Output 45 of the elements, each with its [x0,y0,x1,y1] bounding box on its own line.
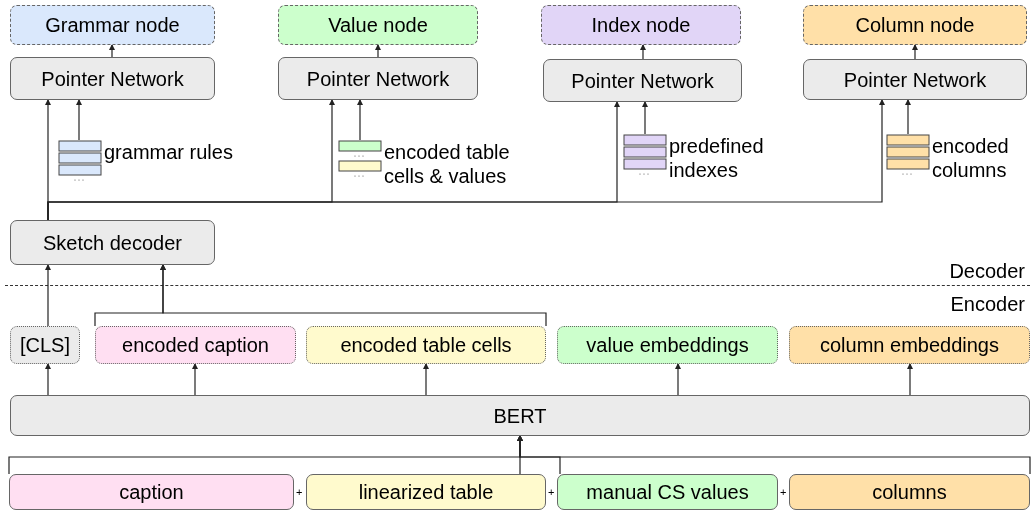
arrow [160,264,547,327]
arrow [907,363,913,396]
section-label: Encoder [950,292,1025,317]
arrow [905,99,911,135]
arrow [45,264,51,327]
arrow [76,99,82,141]
arrow [109,44,115,58]
stack-label: encoded table cells & values [384,140,511,188]
arrow [375,44,381,58]
arrow [912,44,918,60]
arrow [640,44,646,60]
process-box: linearized table [306,474,546,510]
section-label: Decoder [949,259,1025,284]
arrow [357,99,363,141]
process-box: caption [9,474,294,510]
process-box: column embeddings [789,326,1030,364]
process-box: Pointer Network [803,59,1027,100]
process-box: Pointer Network [543,59,742,102]
stack-label: grammar rules [104,140,233,164]
process-box: Value node [278,5,478,45]
plus-sign: + [296,485,303,500]
stack-label: predefined indexes [669,134,765,182]
process-box: manual CS values [557,474,778,510]
process-box: columns [789,474,1030,510]
process-box: Pointer Network [10,57,215,100]
arrow [423,363,429,396]
process-box: BERT [10,395,1030,436]
process-box: encoded caption [95,326,296,364]
arrow [642,101,648,135]
plus-sign: + [548,485,555,500]
process-box: Grammar node [10,5,215,45]
arrow [192,363,198,396]
process-box: encoded table cells [306,326,546,364]
process-box: value embeddings [557,326,778,364]
arrow [45,363,51,396]
arrow [675,363,681,396]
arrow [47,99,885,221]
arrow [517,435,1031,475]
process-box: [CLS] [10,326,80,364]
process-box: Sketch decoder [10,220,215,265]
process-box: Pointer Network [278,57,478,100]
plus-sign: + [780,485,787,500]
process-box: Index node [541,5,741,45]
process-box: Column node [803,5,1027,45]
stack-label: encoded columns [932,134,1010,182]
